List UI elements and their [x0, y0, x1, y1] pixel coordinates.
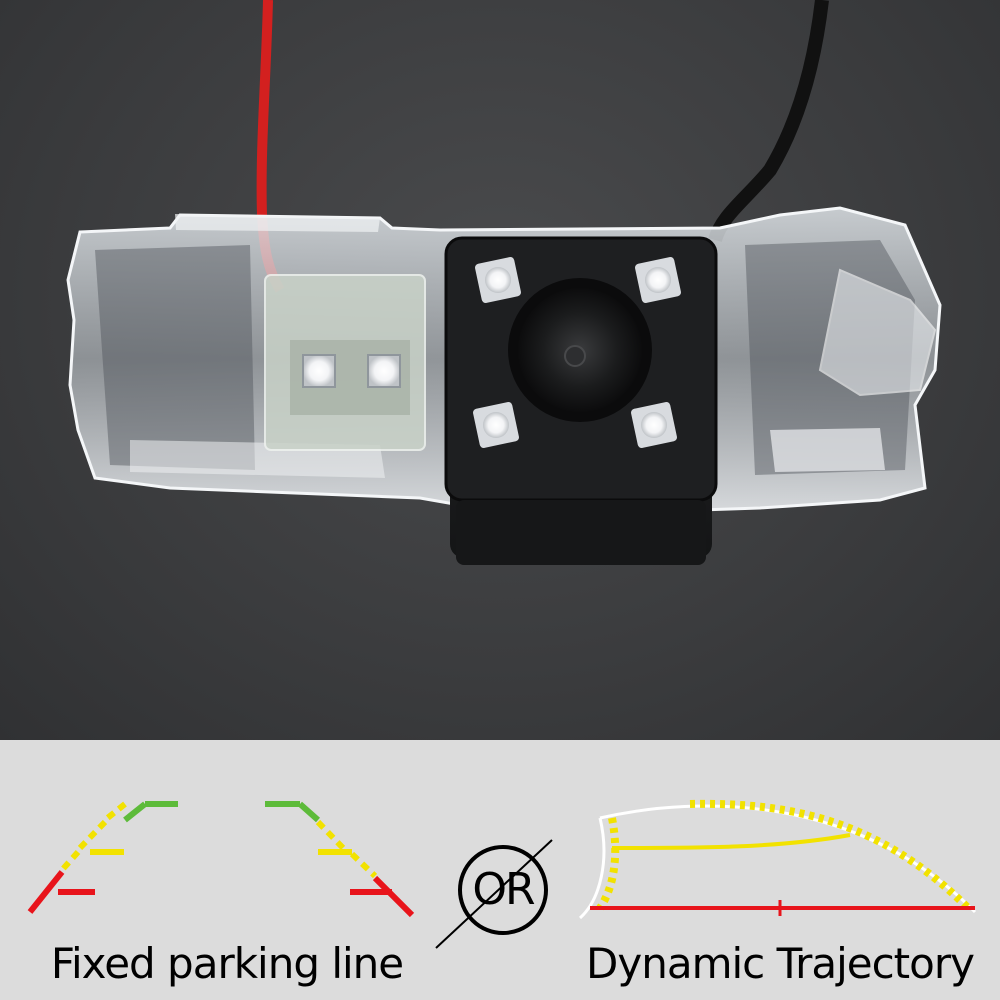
- camera-ir-leds: [473, 257, 681, 448]
- or-separator: [435, 839, 553, 949]
- dynamic-trajectory-caption: Dynamic Trajectory: [586, 939, 975, 988]
- black-wire: [708, 0, 829, 243]
- fixed-parking-line-diagram: [27, 801, 415, 918]
- or-label: OR: [472, 864, 535, 915]
- guideline-comparison-panel: [0, 740, 1000, 1000]
- fixed-parking-line-caption: Fixed parking line: [50, 939, 404, 988]
- license-plate-led-module: [264, 274, 426, 451]
- dynamic-trajectory-diagram: [578, 799, 977, 920]
- camera-lens: [508, 278, 652, 422]
- product-photo: [0, 0, 1000, 740]
